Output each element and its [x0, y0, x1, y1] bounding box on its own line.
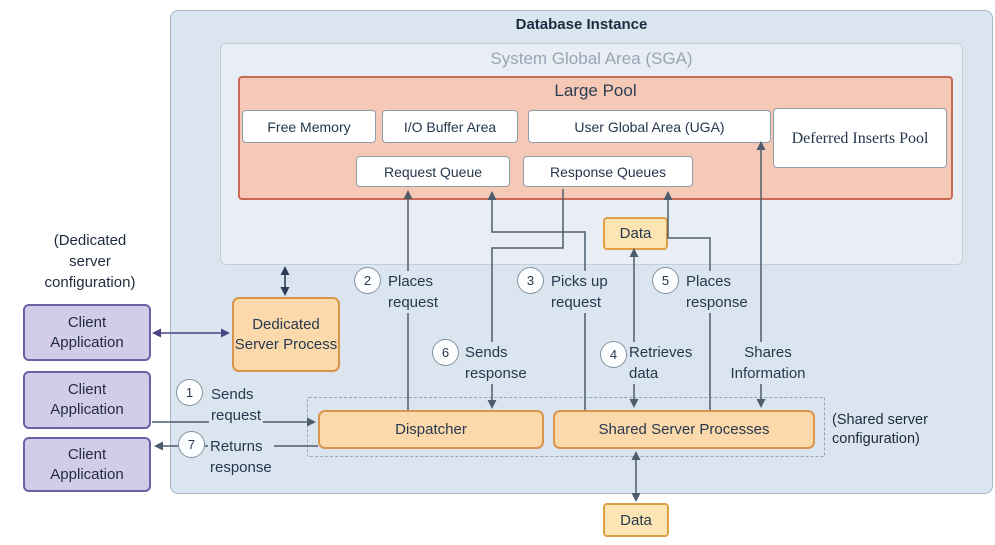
shared-server-processes-box: Shared Server Processes: [553, 410, 815, 449]
step-7-circle: 7: [178, 431, 205, 458]
dedicated-server-process-box: Dedicated Server Process: [232, 297, 340, 372]
deferred-inserts-pool-box: Deferred Inserts Pool: [773, 108, 947, 168]
dedicated-config-line3: configuration): [44, 274, 136, 291]
client-application-box-3: Client Application: [23, 437, 151, 492]
large-pool-title: Large Pool: [554, 81, 637, 100]
response-queues-box: Response Queues: [523, 156, 693, 187]
dedicated-config-label: (Dedicated server configuration): [10, 230, 170, 293]
step-3-circle: 3: [517, 267, 544, 294]
step-1-circle: 1: [176, 379, 203, 406]
step-5-circle: 5: [652, 267, 679, 294]
shared-config-line2: configuration): [832, 431, 920, 447]
request-queue-box: Request Queue: [356, 156, 510, 187]
dispatcher-box: Dispatcher: [318, 410, 544, 449]
client-application-box-1: Client Application: [23, 304, 151, 361]
step-6-circle: 6: [432, 339, 459, 366]
client-application-box-2: Client Application: [23, 371, 151, 429]
sga-title: System Global Area (SGA): [490, 49, 693, 68]
io-buffer-area-box: I/O Buffer Area: [382, 110, 518, 143]
user-global-area-box: User Global Area (UGA): [528, 110, 771, 143]
dedicated-config-line1: (Dedicated: [53, 232, 127, 249]
data-box-top: Data: [603, 217, 668, 250]
step-4-circle: 4: [600, 341, 627, 368]
free-memory-box: Free Memory: [242, 110, 376, 143]
step-2-circle: 2: [354, 267, 381, 294]
data-box-bottom: Data: [603, 503, 669, 537]
shared-config-label: (Shared server configuration): [832, 411, 928, 449]
dedicated-config-line2: server: [69, 253, 111, 270]
database-instance-title: Database Instance: [515, 16, 648, 33]
shared-config-line1: (Shared server: [832, 412, 928, 428]
